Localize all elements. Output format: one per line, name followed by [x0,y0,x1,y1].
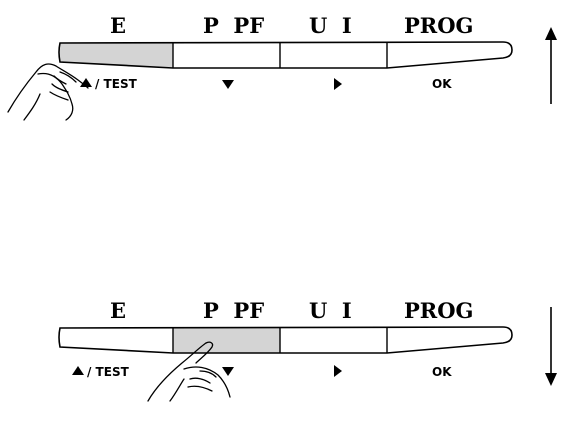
up-arrow-icon [545,27,557,104]
up-triangle-icon [72,366,84,375]
down-triangle-icon [222,80,234,89]
up-triangle-icon [80,78,92,87]
label-test: / TEST [95,77,137,91]
down-arrow-icon [545,307,557,386]
right-triangle-icon [334,365,342,377]
label-test: / TEST [87,365,129,379]
label-ok: OK [432,77,452,91]
label-u-i: U I [309,298,352,323]
label-prog: PROG [404,13,474,38]
label-prog: PROG [404,298,474,323]
label-e: E [110,298,127,323]
key-ppf-highlight [173,327,280,353]
label-ok: OK [432,365,452,379]
panel-bottom: E P PF U I PROG / TEST OK [0,285,565,425]
right-triangle-icon [334,78,342,90]
down-triangle-icon [222,367,234,376]
hand-pointer-icon [7,63,89,121]
keyboard-strip-bottom [58,307,557,402]
hand-pointer-icon [147,341,231,402]
key-strip-outline [58,326,513,354]
label-u-i: U I [309,13,352,38]
panel-top: E P PF U I PROG / TEST OK [0,0,565,140]
label-e: E [110,13,127,38]
key-strip-outline [58,41,513,69]
key-e-highlight [60,42,173,68]
label-p-pf: P PF [203,13,265,38]
label-p-pf: P PF [203,298,265,323]
keyboard-strip-top [7,27,557,121]
